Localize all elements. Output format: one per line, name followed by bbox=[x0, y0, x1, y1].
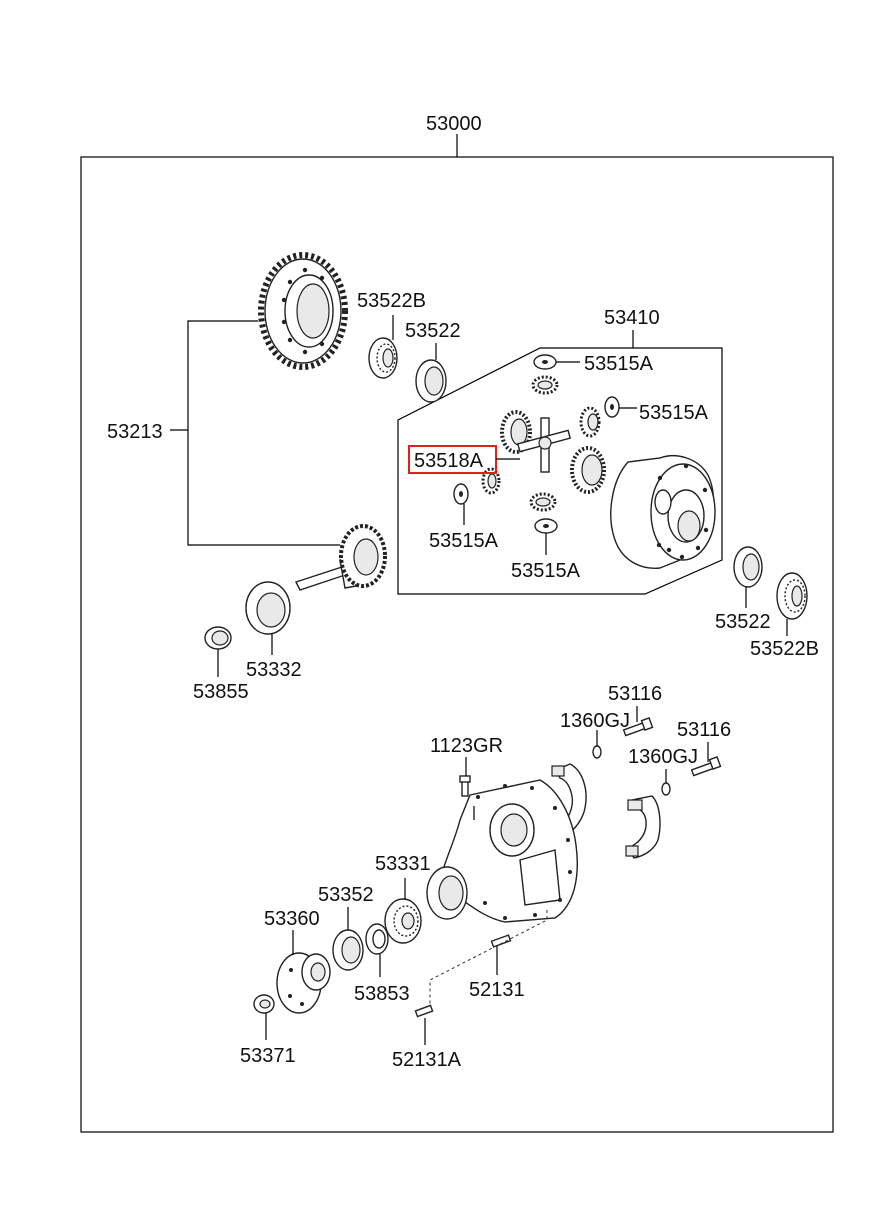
label-53410: 53410 bbox=[604, 307, 660, 329]
bearing-b-right-icon[interactable] bbox=[776, 572, 808, 620]
label-52131: 52131 bbox=[469, 979, 525, 1001]
washer-gj-a-icon[interactable] bbox=[592, 745, 602, 759]
label-53522b-right: 53522B bbox=[750, 638, 819, 660]
bolt-b-icon[interactable] bbox=[690, 756, 722, 777]
side-gear-right-large-icon[interactable] bbox=[570, 446, 606, 494]
label-53360: 53360 bbox=[264, 908, 320, 930]
label-53853: 53853 bbox=[354, 983, 410, 1005]
label-53213: 53213 bbox=[107, 421, 163, 443]
label-53522-right: 53522 bbox=[715, 611, 771, 633]
differential-case-icon[interactable] bbox=[610, 455, 716, 569]
label-53331: 53331 bbox=[375, 853, 431, 875]
label-53116-b: 53116 bbox=[677, 719, 731, 741]
oil-seal-icon[interactable] bbox=[332, 929, 364, 971]
diff-case-frame bbox=[397, 347, 723, 595]
label-53000: 53000 bbox=[426, 113, 482, 135]
label-1123gr: 1123GR bbox=[430, 735, 503, 757]
label-52131a: 52131A bbox=[392, 1049, 462, 1071]
label-53371: 53371 bbox=[240, 1045, 296, 1067]
label-53522-top: 53522 bbox=[405, 320, 461, 342]
label-53515a-left: 53515A bbox=[429, 530, 499, 552]
carrier-housing-icon[interactable] bbox=[426, 779, 578, 923]
pinion-gear-left-icon[interactable] bbox=[481, 467, 501, 495]
thrust-washer-top-icon[interactable] bbox=[533, 354, 557, 370]
pinion-gear-top-icon[interactable] bbox=[531, 375, 559, 395]
housing-bolt-icon[interactable] bbox=[459, 775, 471, 797]
companion-flange-icon[interactable] bbox=[276, 952, 331, 1014]
thrust-washer-left-icon[interactable] bbox=[453, 483, 469, 505]
stud-icon[interactable] bbox=[490, 934, 512, 948]
label-53855: 53855 bbox=[193, 681, 249, 703]
label-53522b-top: 53522B bbox=[357, 290, 426, 312]
label-53332: 53332 bbox=[246, 659, 302, 681]
label-1360gj-a: 1360GJ bbox=[560, 710, 630, 732]
label-1360gj-b: 1360GJ bbox=[628, 746, 698, 768]
label-53116-a: 53116 bbox=[608, 683, 662, 705]
thrust-washer-bottom-icon[interactable] bbox=[534, 518, 558, 534]
drive-pinion-icon[interactable] bbox=[295, 524, 387, 591]
label-53515a-right: 53515A bbox=[639, 402, 709, 424]
collapsible-spacer-icon[interactable] bbox=[204, 626, 232, 650]
flange-nut-icon[interactable] bbox=[253, 994, 275, 1014]
side-gear-right-icon[interactable] bbox=[579, 406, 601, 438]
label-53518a[interactable]: 53518A bbox=[414, 450, 484, 472]
bearing-race-top-icon[interactable] bbox=[415, 359, 447, 403]
assembly-frame bbox=[80, 156, 834, 1133]
label-53352: 53352 bbox=[318, 884, 374, 906]
label-53515a-top: 53515A bbox=[584, 353, 654, 375]
bearing-b-top-icon[interactable] bbox=[368, 337, 398, 379]
washer-gj-b-icon[interactable] bbox=[661, 782, 671, 796]
front-bearing-icon[interactable] bbox=[384, 898, 422, 944]
bearing-race-right-icon[interactable] bbox=[733, 546, 763, 588]
stud-a-icon[interactable] bbox=[414, 1004, 434, 1018]
pinion-shaft-icon[interactable] bbox=[516, 417, 572, 473]
shim-icon[interactable] bbox=[365, 923, 389, 955]
bearing-cap-b-icon[interactable] bbox=[625, 795, 661, 859]
bolt-a-icon[interactable] bbox=[622, 717, 654, 737]
thrust-washer-right-icon[interactable] bbox=[604, 396, 620, 418]
pinion-bearing-icon[interactable] bbox=[245, 581, 291, 635]
pinion-gear-bottom-icon[interactable] bbox=[529, 492, 557, 512]
ring-gear-icon[interactable] bbox=[258, 252, 348, 370]
label-53515a-bottom: 53515A bbox=[511, 560, 581, 582]
